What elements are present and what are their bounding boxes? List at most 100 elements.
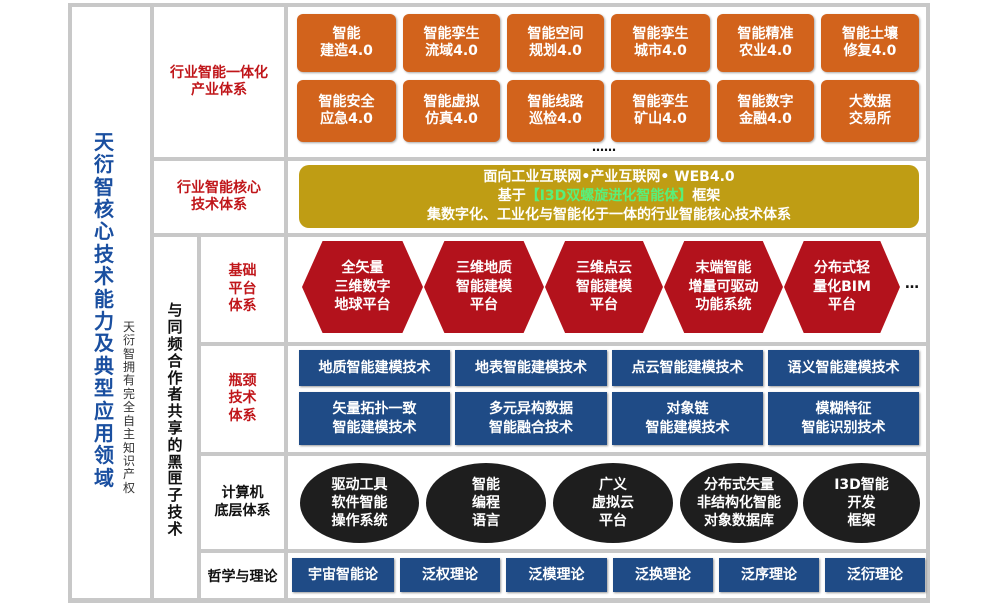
vertical-char: 自 (122, 413, 135, 428)
industry-more: …… (592, 140, 616, 154)
core-section-label: 行业智能核心 技术体系 (154, 161, 284, 233)
left-title: 天衍智核心技术能力及典型应用领域 (84, 120, 124, 500)
vertical-char: 术 (167, 519, 183, 538)
vertical-char: 权 (122, 480, 135, 495)
industry-app: 智能孪生 矿山4.0 (611, 80, 710, 142)
industry-app: 智能孪生 流域4.0 (403, 14, 500, 72)
bottleneck-tech-box: 地质智能建模技术 (299, 350, 450, 386)
base-section-text: 基础 平台 体系 (228, 263, 257, 315)
core-line-2: 基于【I3D双螺旋进化智能体】框架 (498, 187, 721, 206)
bottleneck-section-label: 瓶颈 技术 体系 (201, 346, 284, 452)
industry-section-text: 行业智能一体化 产业体系 (170, 64, 268, 99)
industry-app: 智能孪生 城市4.0 (611, 14, 710, 72)
vertical-char: 作 (167, 368, 183, 387)
vertical-char: 同 (167, 318, 183, 337)
vertical-char: 衍 (122, 333, 135, 348)
industry-section-label: 行业智能一体化 产业体系 (154, 7, 284, 157)
industry-app: 智能虚拟 仿真4.0 (403, 80, 500, 142)
vertical-char: 子 (167, 486, 183, 505)
bottleneck-section-text: 瓶颈 技术 体系 (228, 372, 257, 424)
vertical-char: 产 (122, 467, 135, 482)
base-platform-hexagon: 全矢量 三维数字 地球平台 (302, 241, 423, 333)
core-line-3: 集数字化、工业化与智能化于一体的行业智能核心技术体系 (427, 207, 791, 224)
vertical-char: 衍 (94, 152, 114, 177)
vertical-char: 的 (167, 435, 183, 454)
core-line-2-prefix: 基于 (497, 187, 526, 204)
core-line-1: 面向工业互联网•产业互联网• WEB4.0 (483, 168, 735, 185)
industry-app: 智能 建造4.0 (297, 14, 396, 72)
vertical-char: 天 (94, 129, 114, 154)
vertical-char: 共 (167, 402, 183, 421)
bottleneck-tech-box: 语义智能建模技术 (768, 350, 919, 386)
bottleneck-tech-box: 地表智能建模技术 (455, 350, 607, 386)
vertical-char: 智 (94, 174, 114, 199)
philosophy-section-text: 哲学与理论 (207, 568, 278, 585)
shared-label-panel (154, 237, 197, 598)
bottleneck-tech-box: 点云智能建模技术 (612, 350, 763, 386)
industry-app: 智能线路 巡检4.0 (507, 80, 604, 142)
computer-section-text: 计算机 底层体系 (214, 485, 271, 519)
bottleneck-tech-box: 矢量拓扑一致 智能建模技术 (299, 392, 450, 445)
base-platform-hexagon: 末端智能 增量可驱动 功能系统 (664, 241, 783, 333)
theory-box: 泛权理论 (400, 558, 500, 592)
base-section-label: 基础 平台 体系 (201, 237, 284, 342)
vertical-char: 型 (94, 376, 114, 401)
left-subtitle: 天衍智拥有完全自主知识产权 (118, 308, 140, 508)
theory-box: 泛换理论 (613, 558, 713, 592)
vertical-char: 完 (122, 386, 135, 401)
vertical-char: 主 (122, 427, 135, 442)
vertical-char: 力 (94, 309, 114, 333)
industry-app: 智能土壤 修复4.0 (821, 14, 919, 72)
theory-box: 泛衍理论 (825, 558, 925, 592)
vertical-char: 有 (122, 373, 135, 388)
vertical-char: 匣 (167, 469, 183, 488)
vertical-char: 应 (94, 398, 114, 423)
vertical-char: 拥 (122, 359, 135, 374)
vertical-char: 技 (167, 502, 183, 521)
base-platform-hexagon: 分布式轻 量化BIM 平台 (784, 241, 900, 333)
philosophy-content (288, 553, 926, 598)
core-framework-highlight: 【I3D双螺旋进化智能体】 (525, 187, 693, 204)
industry-app: 智能精准 农业4.0 (717, 14, 814, 72)
vertical-char: 频 (167, 335, 183, 354)
philosophy-section-label: 哲学与理论 (201, 553, 284, 598)
vertical-char: 能 (94, 286, 114, 311)
bottleneck-tech-box: 模糊特征 智能识别技术 (768, 392, 919, 445)
core-line-2-suffix: 框架 (692, 187, 721, 204)
vertical-char: 智 (122, 346, 135, 361)
vertical-char: 知 (122, 440, 135, 455)
industry-app: 大数据 交易所 (821, 80, 919, 142)
vertical-char: 黑 (167, 452, 183, 471)
computer-tech-ellipse: 广义 虚拟云 平台 (553, 463, 673, 543)
base-platform-hexagon: 三维地质 智能建模 平台 (424, 241, 544, 333)
core-technology-box: 面向工业互联网•产业互联网• WEB4.0 基于【I3D双螺旋进化智能体】框架 … (299, 165, 919, 228)
computer-tech-ellipse: I3D智能 开发 框架 (803, 463, 920, 543)
vertical-char: 天 (122, 319, 135, 334)
vertical-char: 识 (122, 454, 135, 469)
industry-app: 智能数字 金融4.0 (717, 80, 814, 142)
vertical-char: 用 (94, 420, 114, 445)
left-title-panel (72, 7, 150, 598)
vertical-char: 技 (94, 241, 114, 266)
theory-box: 泛序理论 (719, 558, 819, 592)
computer-tech-ellipse: 驱动工具 软件智能 操作系统 (300, 463, 419, 543)
vertical-char: 及 (94, 331, 114, 356)
vertical-char: 与 (167, 301, 183, 320)
vertical-char: 典 (94, 353, 114, 378)
vertical-char: 术 (94, 264, 114, 289)
vertical-char: 域 (94, 465, 114, 490)
base-more: … (905, 276, 919, 292)
vertical-char: 享 (167, 419, 183, 437)
vertical-char: 全 (122, 400, 135, 415)
vertical-char: 合 (167, 351, 183, 370)
vertical-char: 核 (94, 197, 114, 222)
theory-box: 泛模理论 (506, 558, 607, 592)
shared-label: 与同频合作者共享的黑匣子技术 (156, 260, 194, 580)
industry-app: 智能空间 规划4.0 (507, 14, 604, 72)
computer-tech-ellipse: 智能 编程 语言 (426, 463, 546, 543)
vertical-char: 领 (94, 443, 114, 468)
bottleneck-tech-box: 对象链 智能建模技术 (612, 392, 763, 445)
bottleneck-tech-box: 多元异构数据 智能融合技术 (455, 392, 607, 445)
vertical-char: 心 (94, 219, 114, 244)
core-section-text: 行业智能核心 技术体系 (177, 179, 261, 214)
